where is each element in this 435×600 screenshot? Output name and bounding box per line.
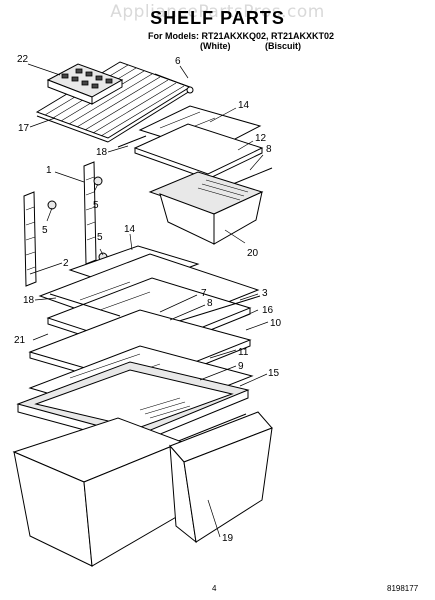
callout-2: 2 (63, 258, 69, 269)
callout-5-c: 5 (97, 232, 103, 243)
callout-5-b: 5 (42, 225, 48, 236)
watermark: AppliancePartsPros.com (110, 2, 325, 22)
ladder-rail-part (23, 161, 97, 287)
callout-12: 12 (255, 133, 267, 144)
callout-14-upper: 14 (238, 100, 250, 111)
callout-9: 9 (238, 361, 244, 372)
page-title: SHELF PARTS (150, 8, 285, 28)
page-number: 4 (212, 584, 217, 593)
callout-18-upper: 18 (96, 147, 108, 158)
color-biscuit-label: (Biscuit) (265, 41, 301, 51)
crisper-drawer-part (12, 417, 184, 567)
callout-11: 11 (238, 347, 249, 358)
ice-cube-tray-part (46, 63, 124, 105)
callout-6: 6 (175, 56, 181, 67)
callout-3: 3 (262, 288, 268, 299)
shelf-support-screw-part (47, 176, 108, 262)
callout-19: 19 (222, 533, 234, 544)
callout-labels: 22 6 17 14 18 12 8 1 5 5 5 20 14 2 18 7 … (14, 54, 282, 544)
shelf-support-rod-part (154, 73, 194, 94)
callout-5-a: 5 (93, 200, 99, 211)
callout-14-lower: 14 (124, 224, 136, 235)
color-white-label: (White) (200, 41, 231, 51)
models-line: For Models: RT21AKXKQ02, RT21AKXKT02 (148, 31, 335, 41)
document-number: 8198177 (387, 584, 419, 593)
callout-15: 15 (268, 368, 280, 379)
callout-10: 10 (270, 318, 282, 329)
shelf-trim-part (117, 135, 273, 187)
callout-20: 20 (247, 248, 259, 259)
callout-8-lower: 8 (207, 298, 213, 309)
callout-18-lower: 18 (23, 295, 35, 306)
callout-7: 7 (201, 288, 207, 299)
callout-16: 16 (262, 305, 274, 316)
leader-lines (27, 63, 269, 538)
callout-1: 1 (46, 165, 52, 176)
crisper-drawer-part (148, 171, 264, 245)
callout-8-upper: 8 (266, 144, 272, 155)
callout-21: 21 (14, 335, 26, 346)
crisper-drawer-part (169, 411, 273, 544)
callout-22: 22 (17, 54, 29, 65)
callout-17: 17 (18, 123, 30, 134)
